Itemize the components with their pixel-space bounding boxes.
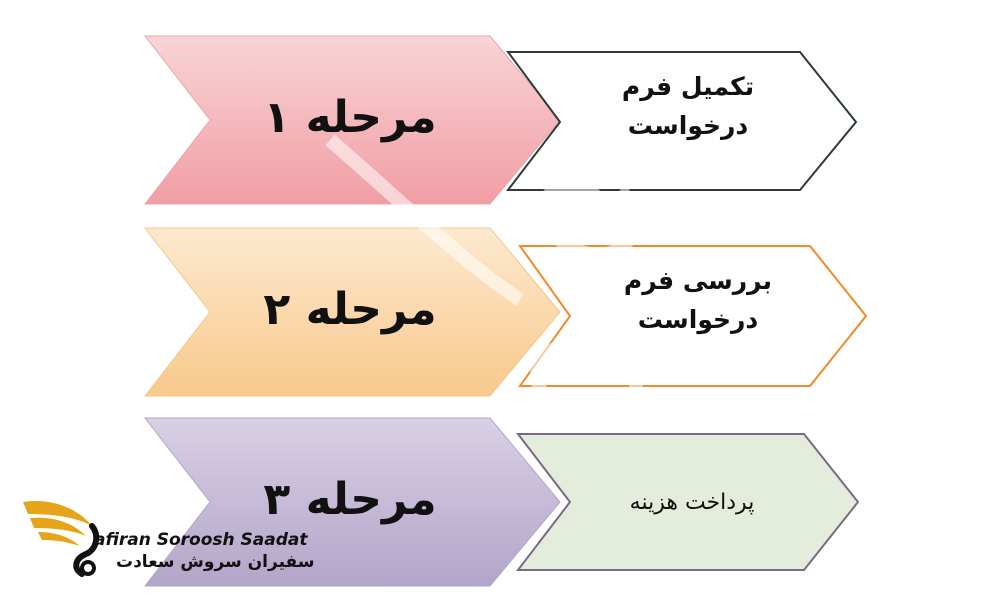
- logo-text-persian: سفیران سروش سعادت: [116, 552, 315, 572]
- watermark-swirl: [325, 134, 644, 427]
- logo-text-english: afiran Soroosh Saadat: [94, 530, 308, 550]
- stage-2-chevron: [143, 227, 561, 397]
- stage-2-label: مرحله ۲: [263, 284, 437, 335]
- stage-3-chevron: [143, 417, 561, 587]
- step-1-text: تکمیل فرم درخواست: [621, 72, 755, 140]
- step-2-text: بررسی فرم درخواست: [623, 266, 773, 334]
- bird-wing-logo-icon: [23, 501, 100, 577]
- stage-1-label: مرحله ۱: [263, 92, 437, 143]
- stage-3-label: مرحله ۳: [263, 474, 437, 525]
- stage-1-chevron: [143, 35, 561, 205]
- step-2-chevron: [518, 245, 868, 387]
- step-3-chevron: [515, 433, 860, 571]
- step-3-text: پرداخت هزینه: [629, 490, 755, 515]
- company-logo: afiran Soroosh Saadat سفیران سروش سعادت: [18, 492, 314, 582]
- step-1-chevron: [505, 51, 858, 191]
